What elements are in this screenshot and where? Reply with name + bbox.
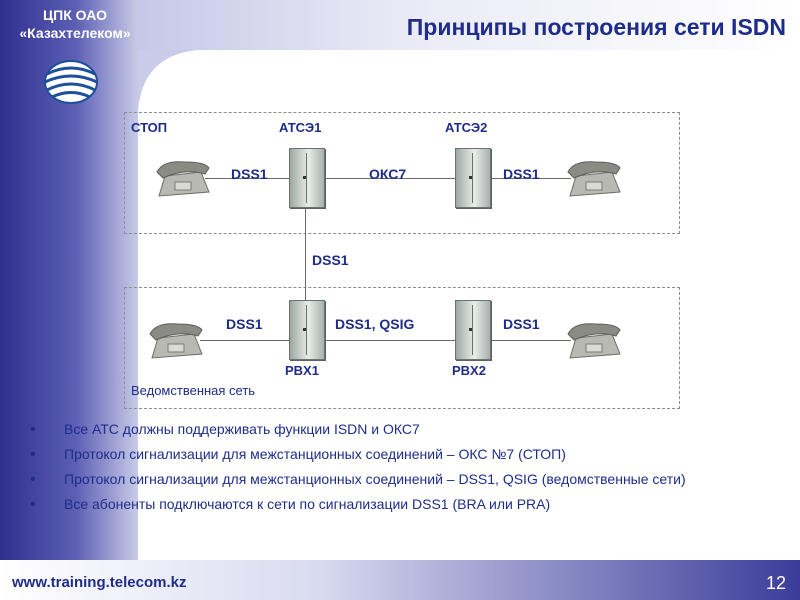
telephone-icon (567, 323, 621, 359)
org-line-1: ЦПК ОАО (42, 7, 108, 23)
org-line-2: «Казахтелеком» (19, 25, 131, 41)
public-link-right-label: DSS1 (503, 166, 540, 182)
bullet-item: Протокол сигнализации для межстанционных… (30, 445, 770, 464)
exchange-atse1-icon (289, 148, 325, 208)
page-title: Принципы построения сети ISDN (406, 14, 786, 40)
header-bar (138, 0, 800, 50)
telephone-icon (156, 161, 210, 197)
exchange-atse2-icon (455, 148, 491, 208)
pbx1-label: PBX1 (285, 363, 319, 378)
public-link-left-label: DSS1 (231, 166, 268, 182)
private-link-middle-label: DSS1, QSIG (335, 316, 415, 332)
telephone-icon (567, 161, 621, 197)
globe-logo-icon (44, 60, 98, 104)
bullet-item: Протокол сигнализации для межстанционных… (30, 470, 770, 489)
vertical-link-line (305, 205, 306, 302)
public-link-line (205, 178, 459, 179)
private-link-left-label: DSS1 (226, 316, 263, 332)
public-link-middle-label: ОКС7 (369, 166, 407, 182)
header-curve (138, 50, 800, 110)
bullet-item: Все абоненты подключаются к сети по сигн… (30, 495, 770, 514)
telephone-icon (149, 323, 203, 359)
private-link-right-line (489, 340, 571, 341)
footer-bar (0, 560, 800, 600)
private-link-right-label: DSS1 (503, 316, 540, 332)
website-link[interactable]: www.training.telecom.kz (12, 574, 187, 591)
bullet-list: Все АТС должны поддерживать функции ISDN… (30, 420, 770, 520)
public-link-right-line (489, 178, 571, 179)
page-number: 12 (765, 573, 786, 593)
pbx2-label: PBX2 (452, 363, 486, 378)
private-link-line (200, 340, 459, 341)
vertical-link-label: DSS1 (312, 252, 349, 268)
pbx2-icon (455, 300, 491, 360)
bullet-item: Все АТС должны поддерживать функции ISDN… (30, 420, 770, 439)
private-network-box (124, 287, 680, 409)
public-network-label: СТОП (131, 120, 168, 135)
private-network-label: Ведомственная сеть (131, 383, 256, 398)
exchange-atse1-label: АТСЭ1 (279, 120, 322, 135)
exchange-atse2-label: АТСЭ2 (445, 120, 488, 135)
org-name: ЦПК ОАО «Казахтелеком» (0, 6, 150, 42)
public-network-box (124, 112, 680, 234)
pbx1-icon (289, 300, 325, 360)
